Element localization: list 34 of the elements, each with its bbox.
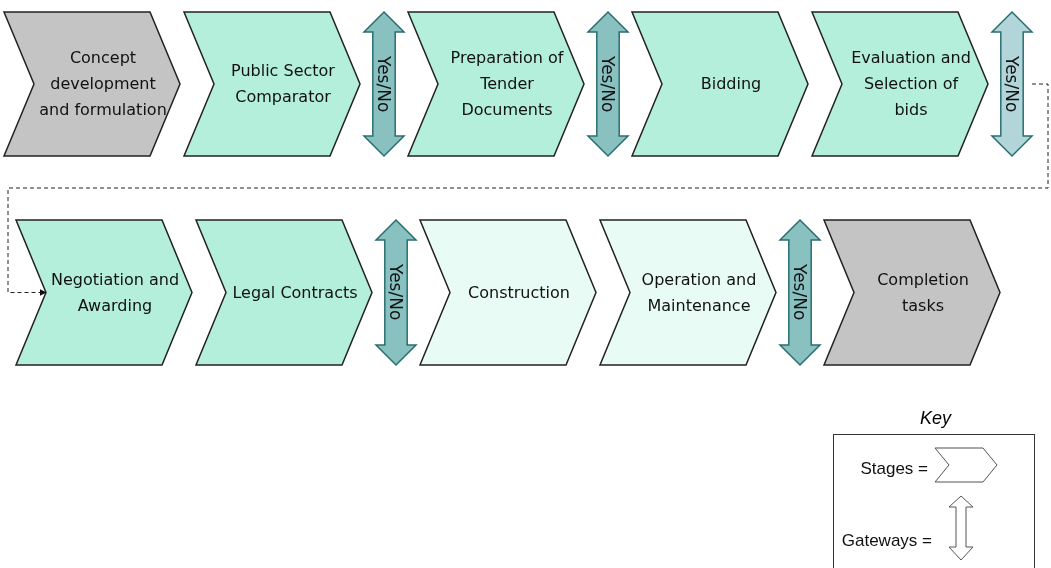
stage-label: Preparation of Tender Documents	[449, 47, 565, 121]
stage-label: Construction	[468, 281, 570, 304]
stage-panel	[184, 12, 360, 156]
gateway-label: Yes/No	[374, 55, 394, 113]
legend-text: Stages =	[860, 459, 928, 479]
legend-text: Gateways =	[841, 531, 932, 551]
gateway-label: Yes/No	[386, 264, 406, 321]
stage-panel	[600, 220, 776, 365]
legend-title: Key	[920, 408, 952, 429]
stage-label: Completion tasks	[876, 268, 970, 317]
gateway-symbol	[364, 12, 404, 156]
gateway-label: Yes/No	[598, 55, 618, 113]
stage-panel	[824, 220, 1000, 365]
stage-label: Public Sector Comparator	[230, 60, 336, 108]
stage-label: Negotiation and Awarding	[50, 268, 180, 317]
gateway-symbol	[588, 12, 628, 156]
stage-label: Evaluation and Selection of bids	[850, 47, 972, 121]
stage-label: Bidding	[700, 73, 762, 95]
gateway-label: Yes/No	[790, 264, 810, 321]
stage-panel	[16, 220, 192, 365]
stage-panel	[812, 12, 988, 156]
gateway-label: Yes/No	[1002, 55, 1022, 113]
gateway-symbol	[376, 220, 416, 365]
dashed-connector	[7, 83, 1049, 296]
stage-panel	[4, 12, 180, 156]
stage-label: Operation and Maintenance	[640, 268, 758, 317]
stage-label: Concept development and formulation	[38, 47, 168, 121]
stage-panel	[632, 12, 808, 156]
gateway-symbol	[992, 12, 1032, 156]
stage-panel	[196, 220, 372, 365]
stage-label: Legal Contracts	[232, 281, 358, 304]
stage-panel	[408, 12, 584, 156]
stage-panel	[420, 220, 596, 365]
gateway-symbol	[780, 220, 820, 365]
